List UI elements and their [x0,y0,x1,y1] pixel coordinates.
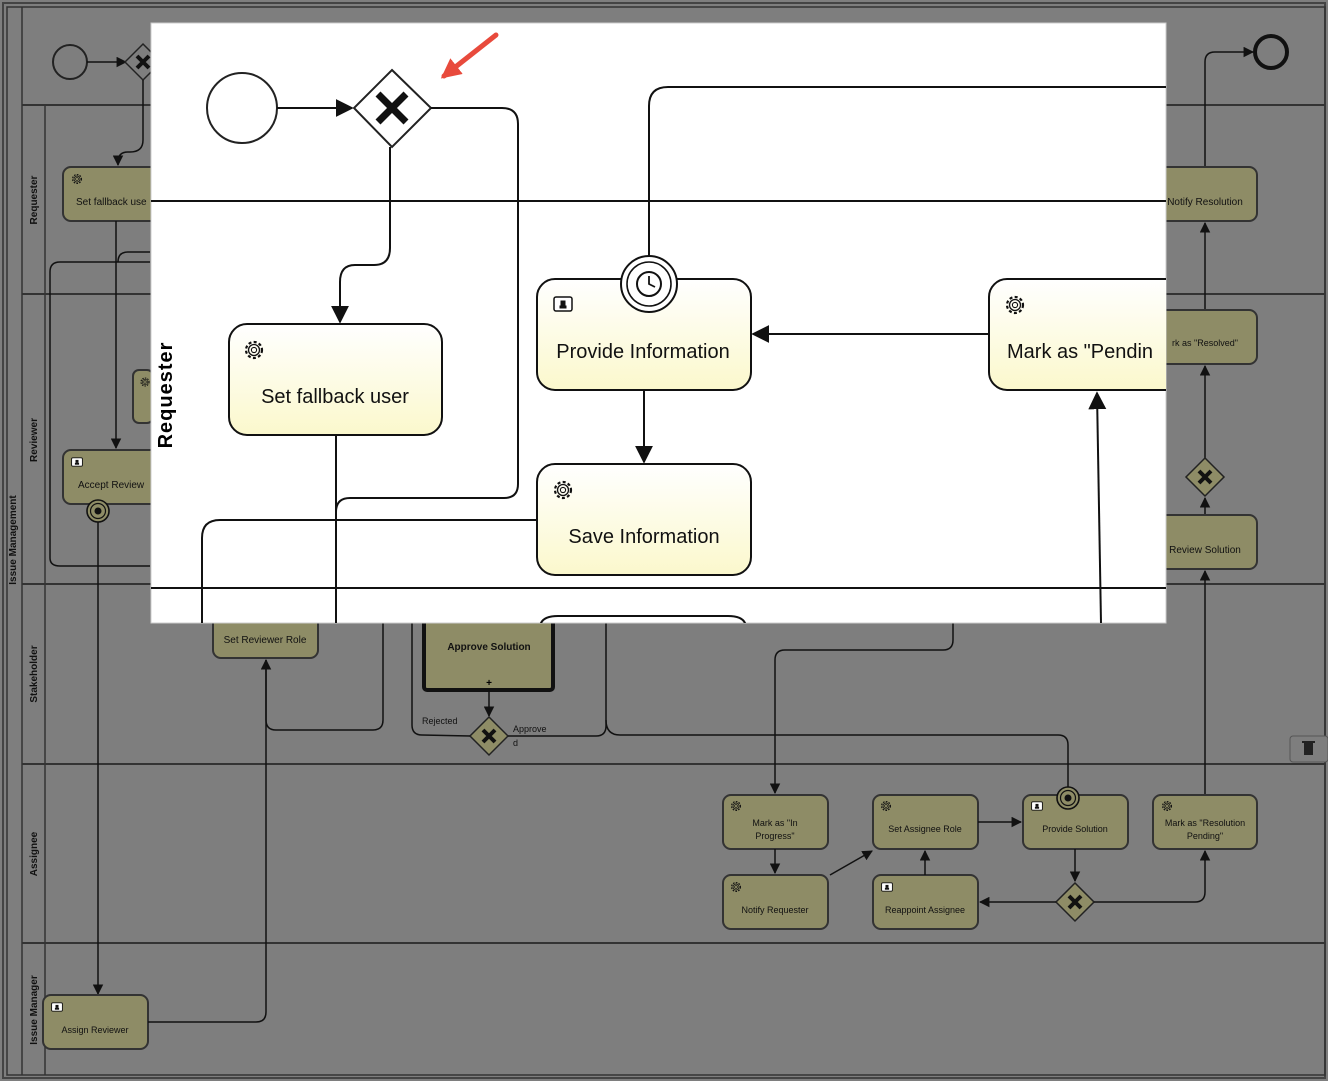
zoom-task-save-information[interactable]: Save Information [536,463,752,576]
zoom-start-event[interactable] [206,72,278,144]
zoom-inset: Requester Set fallback user [150,22,1249,624]
zoom-task-mark-as-pending[interactable]: Mark as "Pendin [988,278,1249,391]
zoom-exclusive-gateway[interactable] [352,68,433,149]
task-accept-review[interactable]: Accept Review [62,449,164,505]
task-set-fallback-user[interactable]: Set fallback use [62,166,164,222]
svg-text:Approve Solution: Approve Solution [447,642,530,653]
svg-text:Progress": Progress" [755,831,794,841]
lane-label-assignee: Assignee [29,831,40,876]
task-mark-resolved[interactable]: rk as "Resolved" [1152,309,1258,365]
task-approve-solution[interactable]: Approve Solution + [422,610,555,692]
timer-boundary-event[interactable] [86,499,110,523]
svg-text:Set Assignee Role: Set Assignee Role [888,824,962,834]
user-icon [51,1002,63,1012]
timer-boundary-event[interactable] [1056,786,1080,810]
trash-icon [1302,741,1315,755]
svg-text:Assign Reviewer: Assign Reviewer [61,1025,128,1035]
end-event[interactable] [1253,34,1289,70]
pool-label: Issue Management [8,495,19,585]
timer-icon [636,271,662,297]
svg-text:Notify Requester: Notify Requester [741,905,808,915]
lane-label-reviewer: Reviewer [29,418,40,462]
svg-text:d: d [513,738,518,748]
svg-text:rk as "Resolved": rk as "Resolved" [1172,338,1238,348]
multi-instance-marker: + [486,678,492,689]
start-event[interactable] [52,44,88,80]
exclusive-gateway-approve[interactable] [468,715,510,757]
svg-text:Save Information: Save Information [568,526,719,548]
svg-text:Review Solution: Review Solution [1169,545,1241,556]
svg-text:Mark as "Pendin: Mark as "Pendin [1007,341,1153,363]
flow-label-rejected: Rejected [422,716,458,726]
task-notify-requester[interactable]: Notify Requester [722,874,829,930]
user-icon [881,882,893,892]
pool [6,6,1326,1076]
user-icon [1031,801,1043,811]
delete-button[interactable] [1289,735,1328,763]
annotation-arrow-icon [440,32,499,79]
lane-label-issue-manager: Issue Manager [29,975,40,1045]
task-assign-reviewer[interactable]: Assign Reviewer [42,994,149,1050]
svg-text:Accept Review: Accept Review [78,480,145,491]
svg-text:Mark as "Resolution: Mark as "Resolution [1165,818,1245,828]
exclusive-gateway-solution[interactable] [1054,881,1096,923]
zoom-lane-label-requester: Requester [155,342,177,449]
task-mark-resolution-pending[interactable]: Mark as "Resolution Pending" [1152,794,1258,850]
lane-label-stakeholder: Stakeholder [29,645,40,702]
svg-text:Set fallback user: Set fallback user [261,386,409,408]
svg-text:Notify Resolution: Notify Resolution [1167,197,1243,208]
task-set-assignee-role[interactable]: Set Assignee Role [872,794,979,850]
svg-text:Mark as "In: Mark as "In [752,818,797,828]
task-notify-resolution[interactable]: Notify Resolution [1152,166,1258,222]
zoom-timer-boundary-event[interactable] [620,255,678,313]
svg-text:Set fallback use: Set fallback use [76,197,147,208]
task-review-solution[interactable]: Review Solution [1152,514,1258,570]
user-icon [553,296,573,312]
svg-text:Reappoint Assignee: Reappoint Assignee [885,905,965,915]
svg-text:Pending": Pending" [1187,831,1223,841]
task-reappoint-assignee[interactable]: Reappoint Assignee [872,874,979,930]
svg-text:Provide Solution: Provide Solution [1042,824,1108,834]
user-icon [71,457,83,467]
flow-label-approved: Approve [513,724,547,734]
zoom-task-set-fallback-user[interactable]: Set fallback user [228,323,443,436]
svg-text:Set Reviewer Role: Set Reviewer Role [224,635,307,646]
svg-text:Provide Information: Provide Information [556,341,729,363]
exclusive-gateway-review[interactable] [1184,456,1226,498]
lane-label-requester: Requester [29,175,40,224]
task-mark-in-progress[interactable]: Mark as "In Progress" [722,794,829,850]
